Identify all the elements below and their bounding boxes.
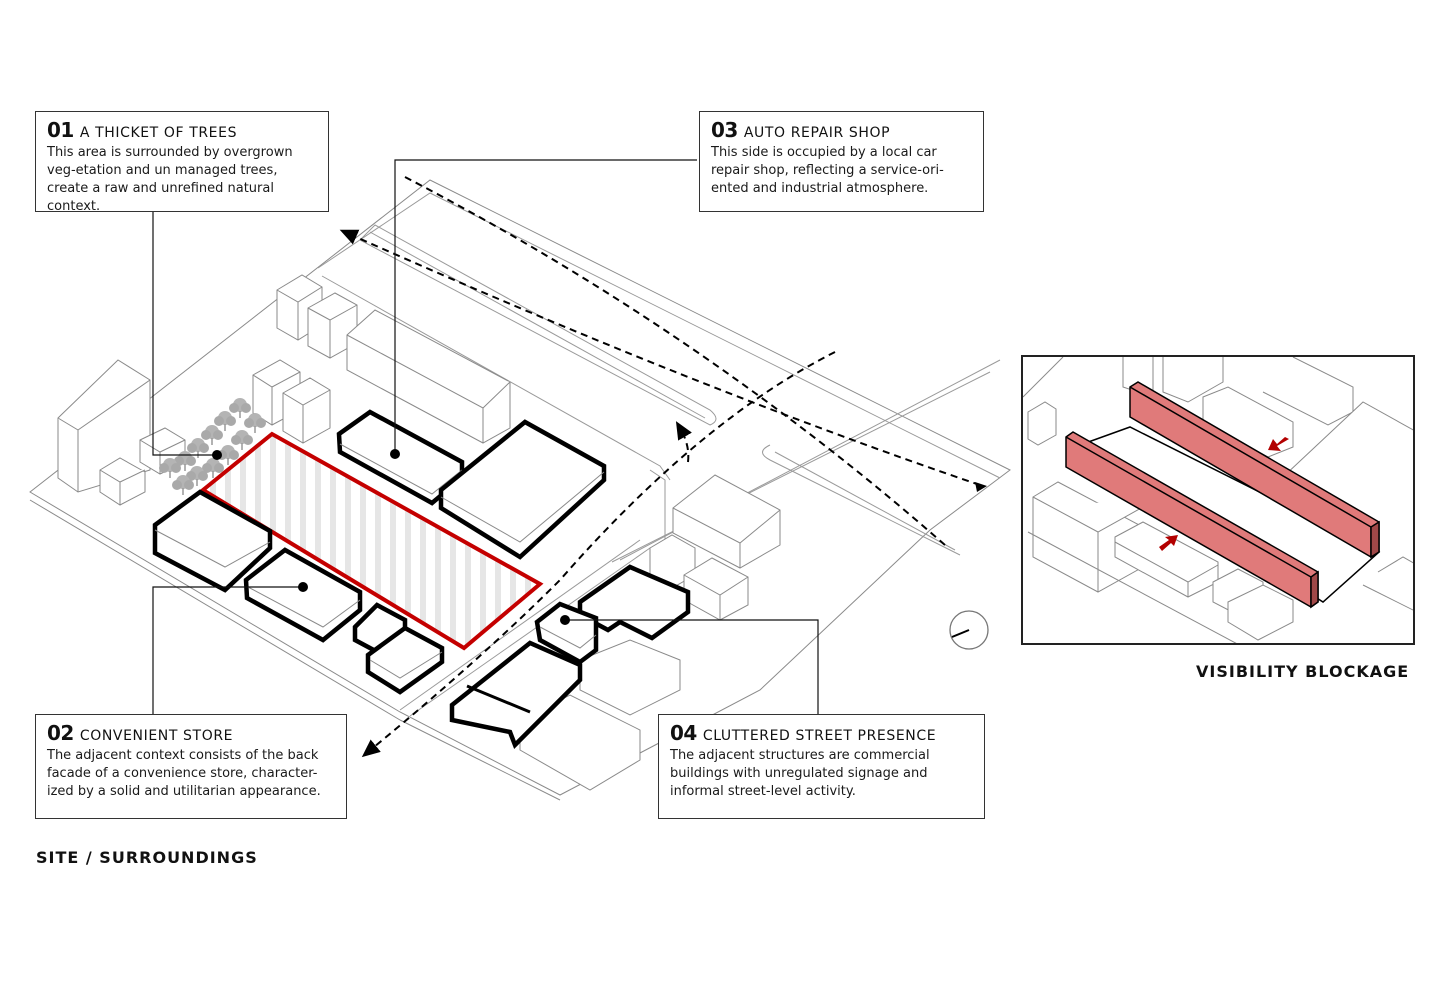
callout-body: The adjacent context consists of the bac… [47, 748, 321, 799]
callout-number: 04 [670, 721, 697, 745]
leader-02 [152, 586, 303, 715]
callout-body: This side is occupied by a local car rep… [711, 145, 944, 196]
visibility-blockage-diagram [1023, 357, 1413, 643]
inset-caption: VISIBILITY BLOCKAGE [1196, 662, 1410, 681]
blocking-wall [1065, 431, 1319, 609]
arrow-icon [1159, 535, 1178, 551]
callout-03-auto-repair-shop: 03 AUTO REPAIR SHOP This side is occupied… [699, 111, 984, 212]
callout-04-cluttered-street-presence: 04 CLUTTERED STREET PRESENCE The adjacent… [658, 714, 985, 819]
callout-number: 01 [47, 118, 74, 142]
context-buildings [57, 274, 781, 791]
callout-body: This area is surrounded by overgrown veg… [47, 145, 293, 214]
callout-02-convenient-store: 02 CONVENIENT STORE The adjacent context … [35, 714, 347, 819]
vehicle-flow-path [404, 176, 946, 546]
callout-title: AUTO REPAIR SHOP [743, 125, 891, 141]
callout-title: A THICKET OF TREES [79, 125, 238, 141]
arrow-icon [1268, 437, 1289, 451]
callout-number: 02 [47, 721, 74, 745]
leader-04 [565, 619, 819, 715]
pedestrian-flow-path [361, 351, 836, 758]
callout-leaders [152, 159, 819, 715]
callout-number: 03 [711, 118, 738, 142]
site-parcel [199, 431, 544, 651]
site-caption: SITE / SURROUNDINGS [36, 848, 258, 867]
callout-title: CONVENIENT STORE [79, 728, 234, 744]
leader-dots [212, 449, 570, 625]
adjacent-buildings [152, 409, 691, 750]
leader-03 [394, 159, 697, 454]
compass-icon [949, 610, 989, 650]
callout-title: CLUTTERED STREET PRESENCE [702, 728, 937, 744]
circulation-paths [339, 176, 981, 758]
leader-01 [152, 211, 217, 456]
visibility-blockage-inset [1021, 355, 1415, 645]
callout-body: The adjacent structures are commercial b… [670, 748, 930, 799]
callout-01-thicket-of-trees: 01 A THICKET OF TREES This area is surrou… [35, 111, 329, 214]
pedestrian-flow-path [675, 421, 692, 463]
arrow-icon [975, 482, 987, 492]
blocking-wall [1129, 381, 1380, 559]
vehicle-flow-path [339, 229, 981, 486]
